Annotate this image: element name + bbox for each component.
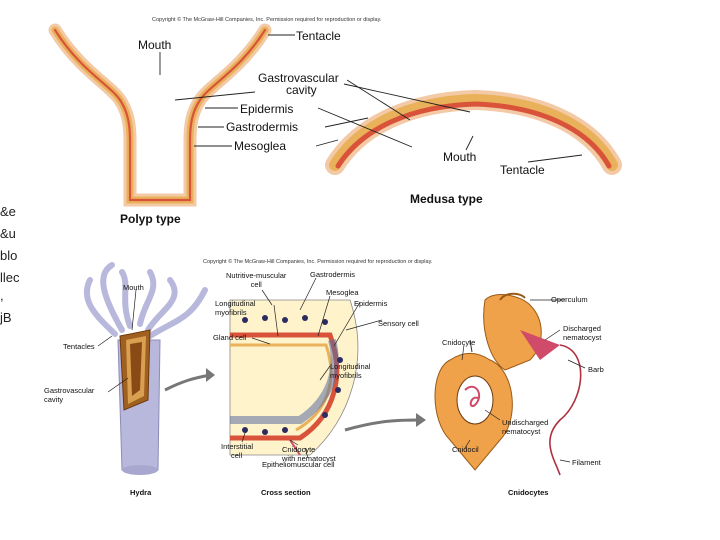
label-gland-cell: Gland cell (213, 333, 247, 342)
label-cs-mesoglea: Mesoglea (326, 288, 359, 297)
fragment-3: blo (0, 248, 18, 263)
label-polyp-type: Polyp type (120, 212, 181, 226)
label-undischarged-nematocyst: Undischarged nematocyst (502, 418, 549, 436)
bottom-copyright: Copyright © The McGraw-Hill Companies, I… (203, 259, 433, 265)
label-filament: Filament (572, 458, 601, 467)
label-medusa-type: Medusa type (410, 192, 483, 206)
label-gastrovascular-line2: cavity (286, 83, 317, 97)
label-polyp-tentacle: Tentacle (296, 29, 341, 43)
label-hydra-mouth: Mouth (123, 283, 144, 292)
label-cnidocyte-nem-line2: with nematocyst (282, 453, 336, 463)
label-discharged-nematocyst: Discharged nematocyst (563, 324, 602, 342)
hydra-tentacles (83, 262, 208, 339)
nematocyst-filament (549, 344, 582, 476)
label-medusa-tentacle: Tentacle (500, 163, 545, 177)
label-long-myo-a-line2: myofibrils (215, 307, 247, 317)
label-cnidocyte-with-nematocyst: Cnidocyte with nematocyst (282, 445, 336, 463)
label-cnidocyte: Cnidocyte (442, 338, 476, 347)
label-cnidocil: Cnidocil (452, 445, 479, 454)
label-cross-section: Cross section (261, 488, 311, 497)
label-barb: Barb (588, 365, 604, 374)
label-long-myo-b-line1: Longitudinal (330, 362, 371, 371)
label-nutritive-line2: cell (250, 279, 262, 289)
fragment-4: llec (0, 270, 20, 285)
label-hydra-gv-line1: Gastrovascular (44, 386, 95, 395)
label-cs-epidermis: Epidermis (354, 299, 388, 308)
label-interstitial-line1: Interstitial (221, 442, 254, 451)
label-long-myo-a-line1: Longitudinal (215, 299, 256, 308)
label-cs-gastrodermis: Gastrodermis (310, 270, 356, 279)
label-cnidocyte-nem-line1: Cnidocyte (282, 445, 316, 454)
arrow-to-cnidocytes (344, 418, 421, 432)
label-gastrovascular-line1: Gastrovascular (258, 71, 339, 85)
label-hydra: Hydra (130, 488, 152, 497)
cnidocyte-discharged (483, 292, 582, 476)
label-interstitial-cell: Interstitial cell (221, 442, 254, 460)
label-hydra-gv-line2: cavity (44, 394, 64, 404)
label-gastrodermis: Gastrodermis (226, 120, 299, 134)
polyp-body-gastrodermis (53, 28, 267, 202)
fragment-6: jB (0, 310, 12, 325)
label-mesoglea: Mesoglea (234, 139, 287, 153)
fragment-2: &u (0, 226, 16, 241)
label-longitudinal-myofibrils-a: Longitudinal myofibrils (215, 299, 256, 317)
hydra-base (122, 465, 158, 475)
medusa-bell-gastrodermis (335, 101, 612, 169)
label-cnidocytes: Cnidocytes (508, 488, 549, 497)
medusa-mouth-gap (455, 112, 494, 143)
medusa-bell-mesoglea (329, 93, 618, 171)
label-nutritive-muscular-cell: Nutritive-muscular cell (226, 271, 287, 289)
label-interstitial-line2: cell (231, 450, 243, 460)
arrow-to-cross-section (164, 373, 211, 392)
label-discharged-line1: Discharged (563, 324, 601, 333)
top-copyright: Copyright © The McGraw-Hill Companies, I… (152, 17, 382, 23)
label-hydra-tentacles: Tentacles (63, 342, 95, 351)
label-gastrovascular-cavity: Gastrovascular cavity (258, 72, 339, 96)
fragment-1: &e (0, 204, 16, 219)
label-undischarged-line2: nematocyst (502, 426, 541, 436)
label-epidermis: Epidermis (240, 102, 294, 116)
label-longitudinal-myofibrils-b: Longitudinal myofibrils (330, 362, 371, 380)
cross-section-wedge (229, 299, 359, 456)
label-sensory-cell: Sensory cell (378, 319, 419, 328)
fragment-5: , (0, 288, 4, 303)
label-operculum: Operculum (551, 295, 588, 304)
label-undischarged-line1: Undischarged (502, 418, 549, 427)
label-polyp-mouth: Mouth (138, 38, 172, 52)
label-epitheliomuscular-cell: Epitheliomuscular cell (262, 460, 335, 469)
label-discharged-line2: nematocyst (563, 332, 602, 342)
label-nutritive-line1: Nutritive-muscular (226, 271, 287, 280)
label-hydra-gv-cavity: Gastrovascular cavity (44, 386, 95, 404)
cnidocyte-undischarged (434, 339, 513, 471)
label-long-myo-b-line2: myofibrils (330, 370, 362, 380)
label-medusa-mouth: Mouth (443, 150, 477, 164)
